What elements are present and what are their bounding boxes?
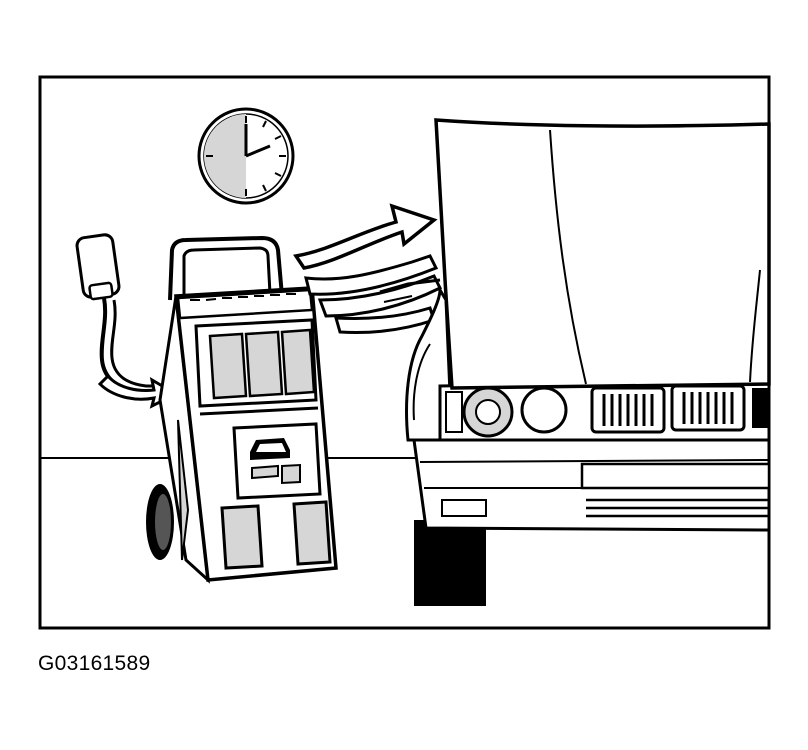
car-front-icon bbox=[379, 118, 771, 606]
service-station-icon bbox=[146, 235, 338, 584]
service-illustration bbox=[38, 75, 771, 630]
wall-clock-icon bbox=[197, 107, 295, 205]
figure-code: G03161589 bbox=[38, 652, 151, 675]
